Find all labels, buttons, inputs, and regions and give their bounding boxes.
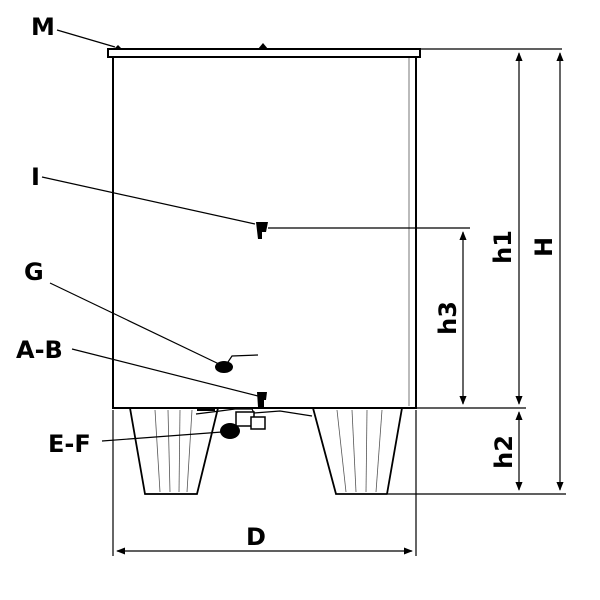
label-g: G bbox=[24, 258, 44, 286]
extension-lines bbox=[112, 48, 566, 556]
fitting-i bbox=[256, 222, 268, 239]
label-e-f: E-F bbox=[48, 430, 91, 458]
label-a-b: A-B bbox=[16, 336, 63, 364]
label-h3: h3 bbox=[434, 301, 462, 335]
label-H: H bbox=[530, 237, 558, 257]
label-d: D bbox=[246, 523, 266, 551]
label-m: M bbox=[31, 13, 55, 41]
label-i: I bbox=[31, 163, 40, 191]
fitting-e-f bbox=[195, 408, 313, 439]
label-h1: h1 bbox=[489, 230, 517, 264]
left-leg bbox=[128, 407, 220, 495]
right-leg bbox=[311, 407, 404, 495]
tank-body bbox=[112, 55, 417, 409]
leader-lines bbox=[41, 29, 259, 442]
label-h2: h2 bbox=[490, 435, 518, 469]
fitting-a-b bbox=[257, 392, 267, 407]
fitting-g bbox=[215, 354, 259, 373]
tank-lid bbox=[107, 43, 421, 58]
